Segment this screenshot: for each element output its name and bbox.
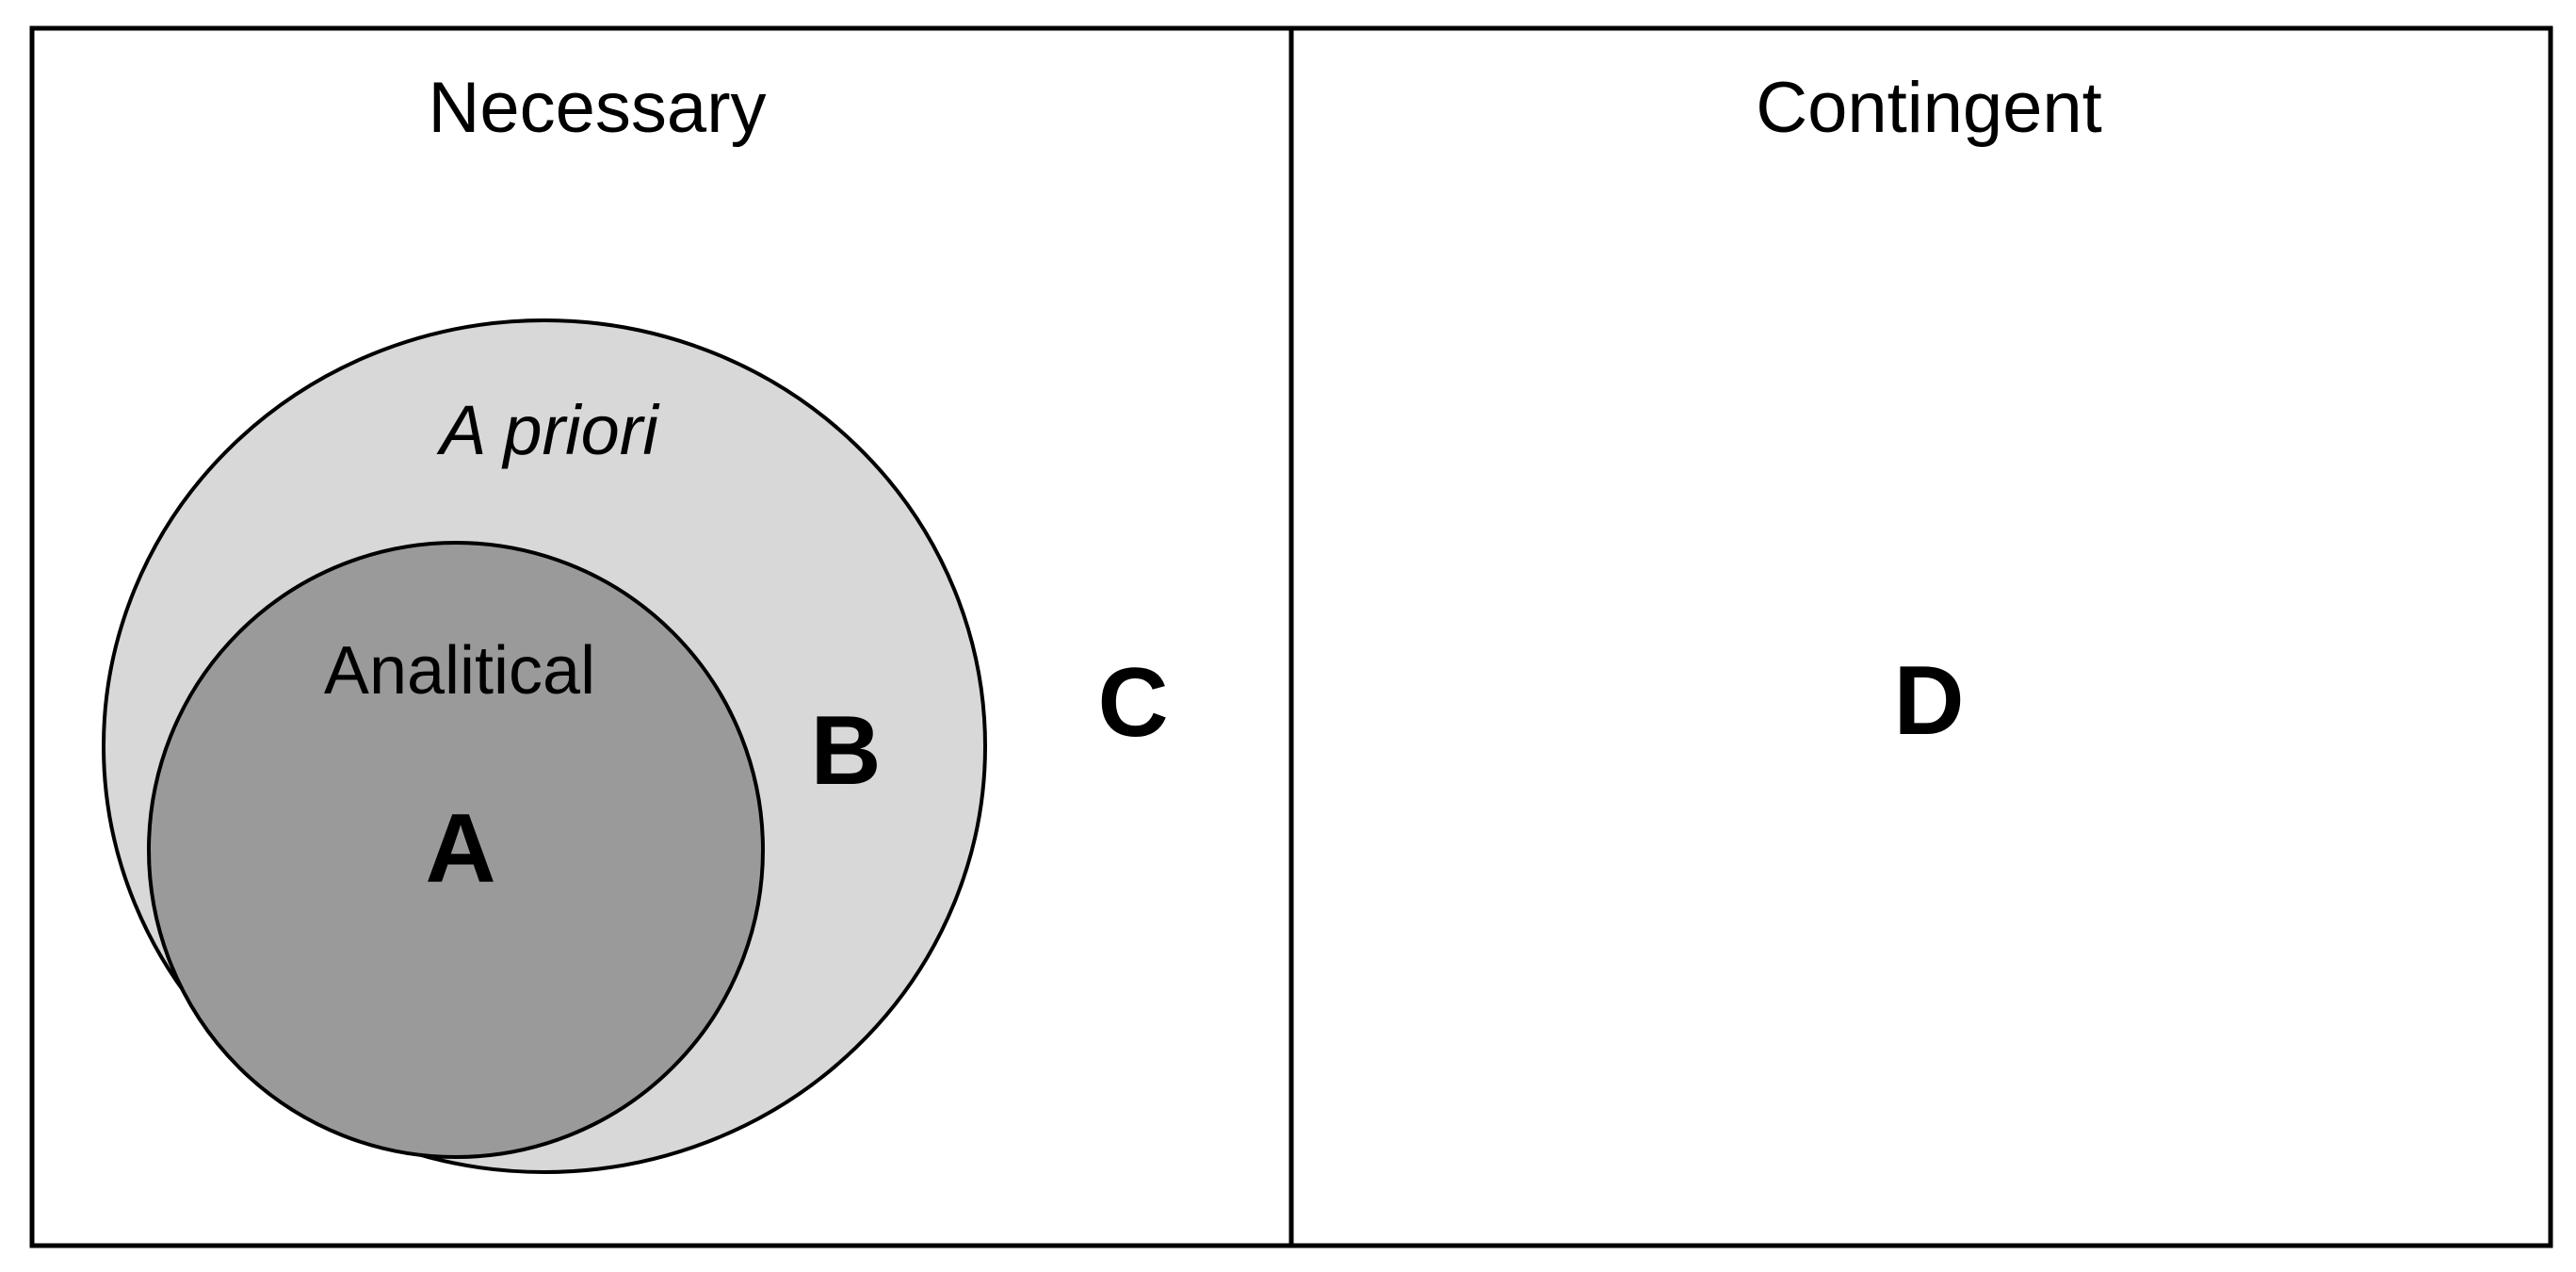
a-priori-label: A priori — [436, 391, 660, 469]
right-panel-title: Contingent — [1756, 68, 2102, 148]
region-b-letter: B — [810, 696, 881, 806]
analytical-label: Analitical — [324, 633, 595, 709]
region-c-letter: C — [1097, 648, 1168, 758]
left-panel-title: Necessary — [429, 68, 767, 148]
region-d-letter: D — [1893, 646, 1964, 756]
region-a-letter: A — [425, 794, 495, 904]
analytical-circle — [147, 541, 765, 1159]
